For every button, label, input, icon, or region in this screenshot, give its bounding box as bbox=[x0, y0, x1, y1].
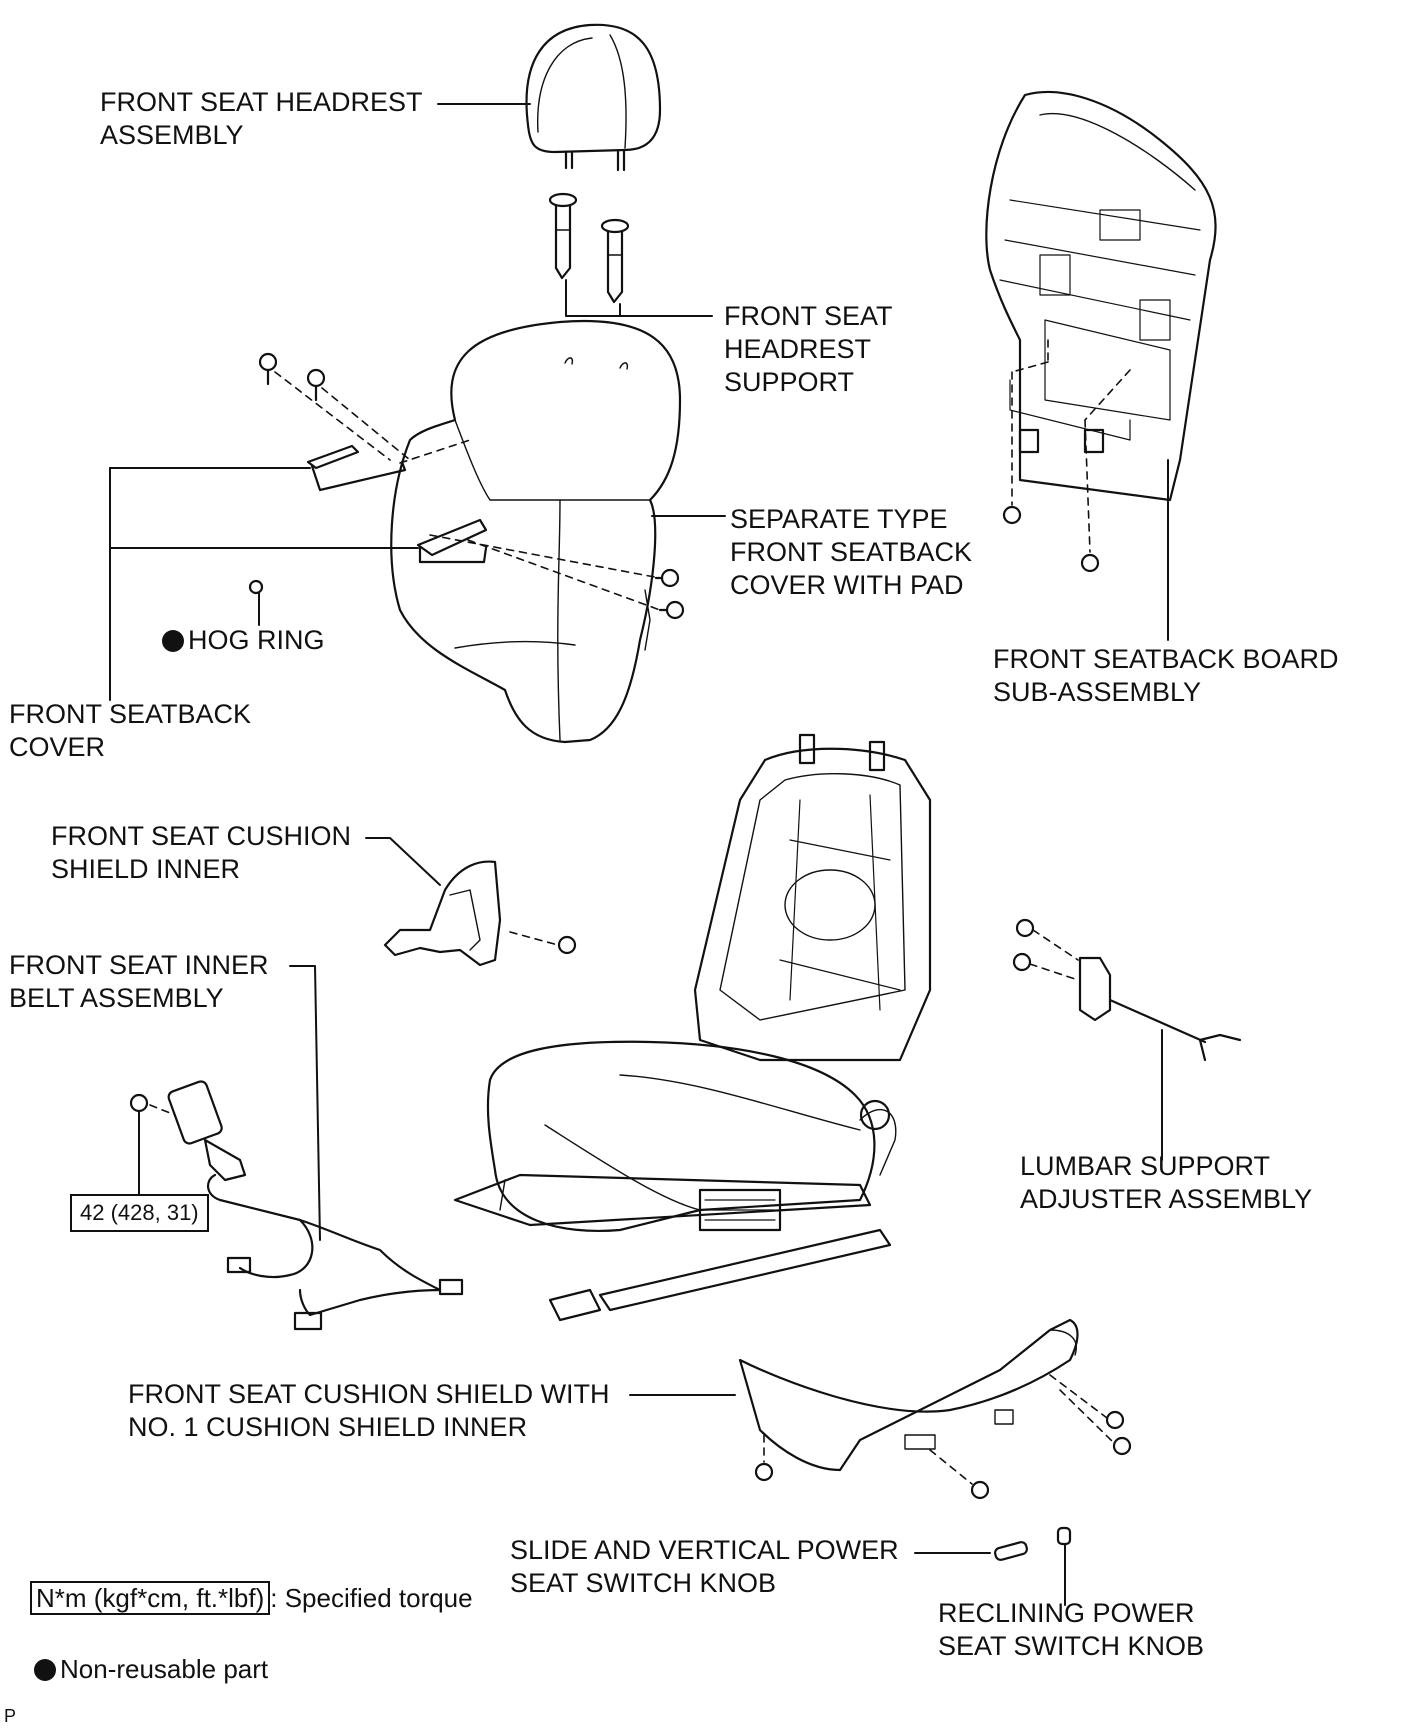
legend-dot-icon bbox=[34, 1659, 56, 1681]
lumbar-dashed bbox=[1029, 929, 1079, 981]
legend-torque: N*m (kgf*cm, ft.*lbf): Specified torque bbox=[30, 1581, 473, 1615]
seatback-cover-drawing bbox=[390, 319, 682, 744]
slide-knob-drawing bbox=[994, 1541, 1028, 1561]
cushion-shield-inner-drawing bbox=[383, 860, 577, 967]
label-headrest-support: FRONT SEAT HEADREST SUPPORT bbox=[724, 301, 893, 397]
legend-torque-unit: N*m (kgf*cm, ft.*lbf) bbox=[30, 1581, 271, 1615]
bolt-drawing bbox=[258, 352, 685, 620]
seat-rails-drawing bbox=[453, 1173, 892, 1322]
label-recline-knob: RECLINING POWER SEAT SWITCH KNOB bbox=[938, 1598, 1205, 1661]
nonreusable-dot-icon bbox=[162, 630, 184, 652]
legend-nonreusable-text: Non-reusable part bbox=[60, 1654, 269, 1684]
board-dashed-guides bbox=[1011, 339, 1131, 553]
recline-knob-drawing bbox=[1056, 1526, 1072, 1546]
corner-mark: P bbox=[4, 1706, 17, 1726]
seat-cushion-drawing bbox=[486, 1040, 897, 1232]
label-inner-belt: FRONT SEAT INNER BELT ASSEMBLY bbox=[9, 950, 269, 1013]
lumbar-adjuster-drawing bbox=[1012, 918, 1242, 1062]
hog-ring-drawing bbox=[248, 579, 264, 595]
leader-lines bbox=[109, 103, 1169, 1606]
headrest-drawing bbox=[525, 23, 662, 172]
label-lumbar-adjuster: LUMBAR SUPPORT ADJUSTER ASSEMBLY bbox=[1020, 1151, 1313, 1214]
legend-torque-text: : Specified torque bbox=[270, 1583, 473, 1613]
label-hog-ring: HOG RING bbox=[162, 624, 325, 657]
seat-frame-drawing bbox=[693, 733, 932, 1062]
seatback-clip-drawing bbox=[306, 444, 488, 564]
label-seatback-board: FRONT SEATBACK BOARD SUB-ASSEMBLY bbox=[993, 644, 1339, 707]
belt-dashed bbox=[149, 1104, 176, 1116]
shield-inner-dashed bbox=[509, 931, 559, 946]
cushion-shield-dashed bbox=[763, 1374, 1115, 1485]
legend-nonreusable: Non-reusable part bbox=[34, 1653, 268, 1685]
label-headrest: FRONT SEAT HEADREST ASSEMBLY bbox=[100, 87, 423, 150]
label-hog-ring-text: HOG RING bbox=[188, 625, 325, 655]
label-cushion-shield: FRONT SEAT CUSHION SHIELD WITH NO. 1 CUS… bbox=[128, 1379, 610, 1442]
dashed-guides bbox=[274, 371, 661, 611]
label-seatback-cover: FRONT SEATBACK COVER bbox=[9, 699, 252, 762]
headrest-support-drawing bbox=[548, 192, 630, 304]
cushion-shield-drawing bbox=[738, 1318, 1132, 1500]
label-seatback-cover-with-pad: SEPARATE TYPE FRONT SEATBACK COVER WITH … bbox=[730, 504, 973, 600]
torque-value-box: 42 (428, 31) bbox=[70, 1194, 209, 1232]
label-cushion-shield-inner: FRONT SEAT CUSHION SHIELD INNER bbox=[51, 821, 352, 884]
seatback-board-drawing bbox=[985, 90, 1217, 573]
label-slide-knob: SLIDE AND VERTICAL POWER SEAT SWITCH KNO… bbox=[510, 1535, 899, 1598]
